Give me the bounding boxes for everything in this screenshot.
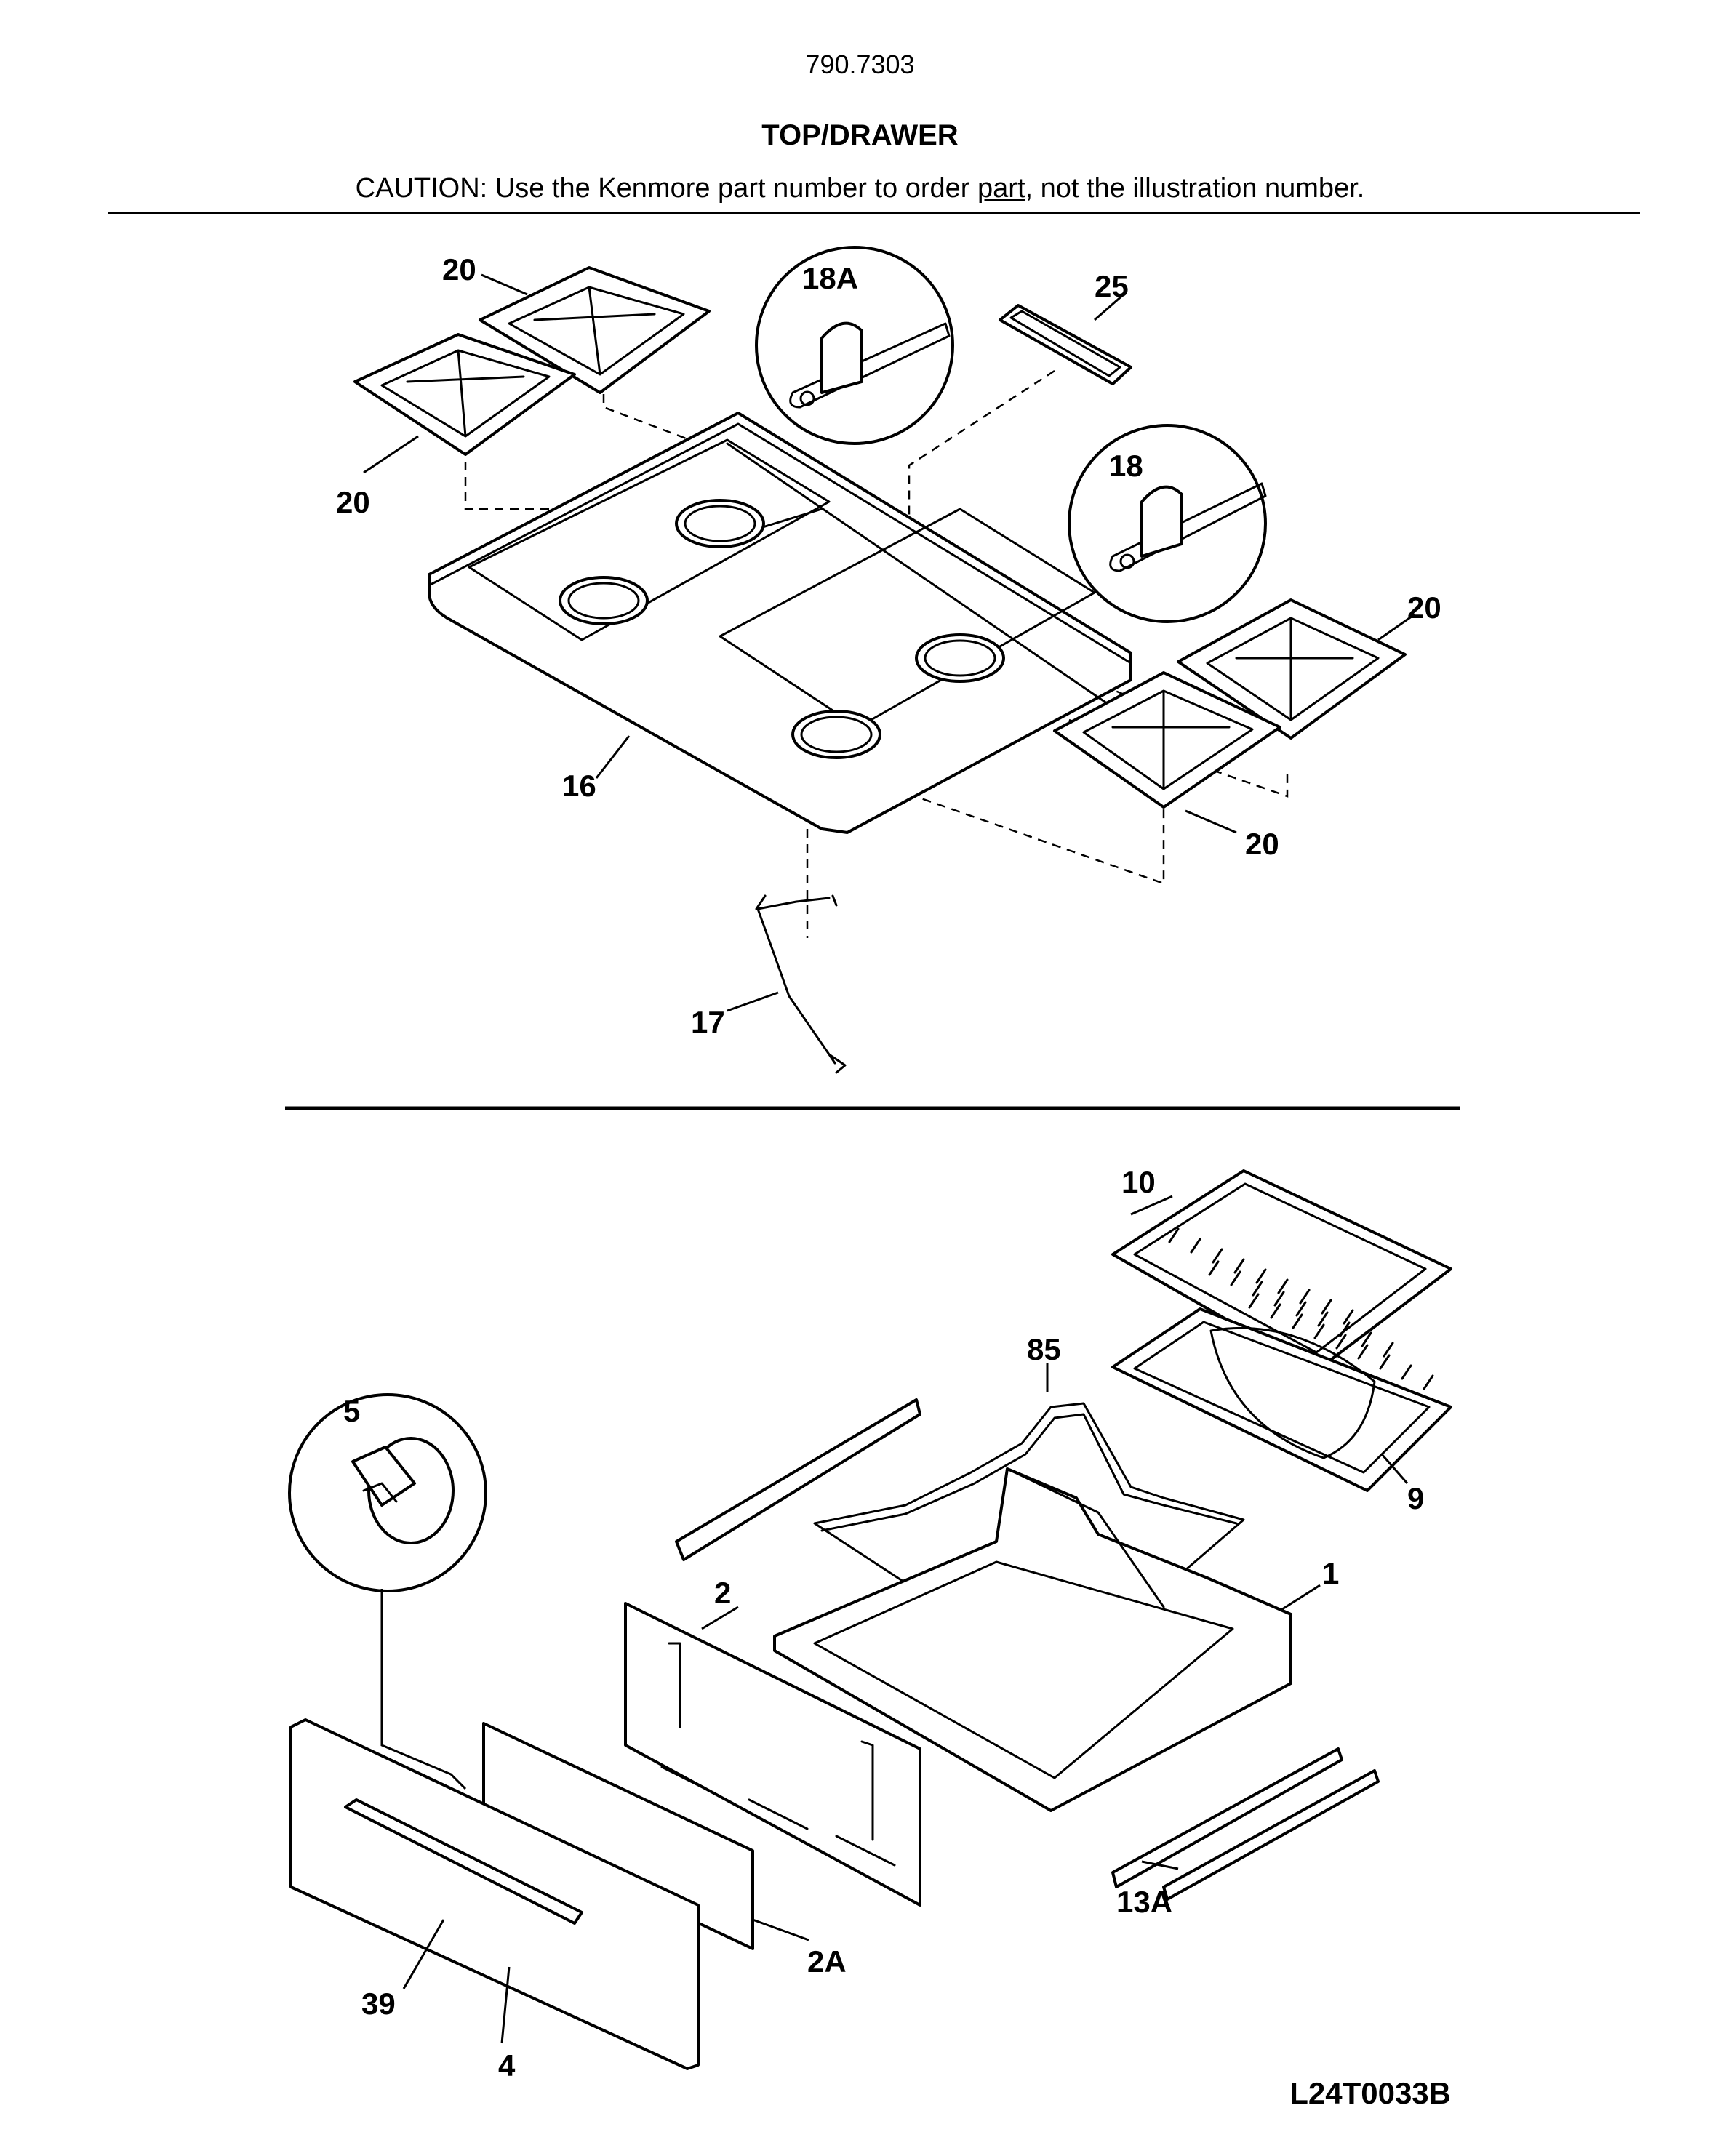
broiler-slot: [1252, 1281, 1263, 1297]
broiler-slot: [1212, 1248, 1223, 1264]
slide-rail-upper: [675, 1398, 921, 1561]
callout-85: 85: [1027, 1332, 1061, 1366]
cooktop: [428, 412, 1143, 834]
broiler-slot: [1190, 1238, 1201, 1254]
broiler-slot: [1361, 1331, 1372, 1347]
drawer-panel-2a: [482, 1722, 754, 1950]
broiler-slot: [1357, 1344, 1369, 1360]
model-number: 790.7303: [805, 49, 915, 79]
callout-20-top-left: 20: [442, 252, 476, 286]
broiler-slot: [1208, 1260, 1220, 1276]
grate-top-left-front: [353, 333, 576, 456]
callout-20-left: 20: [336, 485, 370, 519]
broiler-slot: [1295, 1301, 1307, 1317]
slide-rails-13a: [1111, 1747, 1380, 1901]
broiler-slot: [1233, 1258, 1245, 1274]
broiler-slot: [1423, 1374, 1434, 1390]
broiler-slot: [1255, 1268, 1267, 1284]
detail-circle-18a: [755, 246, 954, 445]
callout-10: 10: [1121, 1165, 1156, 1199]
callout-5: 5: [343, 1394, 360, 1428]
broiler-slot: [1168, 1227, 1180, 1243]
broiler-pan: [1111, 1307, 1452, 1492]
callout-20-right: 20: [1407, 590, 1441, 625]
caution-note: CAUTION: Use the Kenmore part number to …: [0, 173, 1720, 204]
leader-lines: [363, 273, 1415, 2044]
callout-1: 1: [1322, 1556, 1339, 1590]
broiler-slot: [1292, 1313, 1303, 1329]
broiler-slot: [1277, 1278, 1289, 1294]
callout-2: 2: [714, 1576, 731, 1610]
detail-circle-18: [1068, 424, 1267, 623]
caution-text-end: , not the illustration number.: [1025, 173, 1365, 204]
caution-text: CAUTION: Use the Kenmore part number to …: [355, 173, 978, 204]
broiler-grid: [1111, 1169, 1452, 1390]
broiler-slot: [1230, 1270, 1241, 1286]
drawer-body: [773, 1467, 1292, 1812]
broiler-slot: [1270, 1303, 1281, 1319]
broiler-slot: [1248, 1293, 1260, 1309]
callout-16: 16: [562, 769, 596, 803]
callout-13a: 13A: [1116, 1885, 1172, 1919]
drawer-front: [289, 1718, 700, 2070]
document-id: L24T0033B: [1289, 2076, 1451, 2110]
detail-circle-5: [288, 1393, 487, 1790]
part-17-rod: [755, 894, 847, 1074]
broiler-slot: [1299, 1289, 1311, 1305]
drawer-panel-2: [624, 1602, 921, 1907]
page-title: TOP/DRAWER: [761, 119, 959, 151]
broiler-slot: [1317, 1311, 1329, 1327]
callout-25: 25: [1095, 269, 1129, 303]
broiler-slot: [1313, 1323, 1325, 1339]
callout-20-bottom-right: 20: [1245, 827, 1279, 861]
callout-18a: 18A: [802, 261, 858, 295]
grate-right-front: [1053, 671, 1281, 809]
broiler-slot: [1383, 1342, 1394, 1358]
callout-39: 39: [361, 1987, 396, 2021]
callout-2a: 2A: [807, 1944, 847, 1979]
broiler-slot: [1335, 1334, 1347, 1350]
callout-18: 18: [1109, 449, 1143, 483]
broiler-slot: [1321, 1299, 1332, 1315]
broiler-slot: [1339, 1321, 1351, 1337]
broiler-slot: [1379, 1354, 1391, 1370]
callout-4: 4: [498, 2048, 516, 2083]
grate-right-rear: [1177, 598, 1407, 740]
broiler-slot: [1343, 1309, 1354, 1325]
callout-9: 9: [1407, 1481, 1424, 1515]
broiler-slot: [1401, 1364, 1412, 1380]
callout-17: 17: [691, 1005, 725, 1039]
broiler-slot: [1273, 1291, 1285, 1307]
caution-part-word: part: [977, 173, 1025, 204]
part-25-bracket: [999, 304, 1132, 385]
